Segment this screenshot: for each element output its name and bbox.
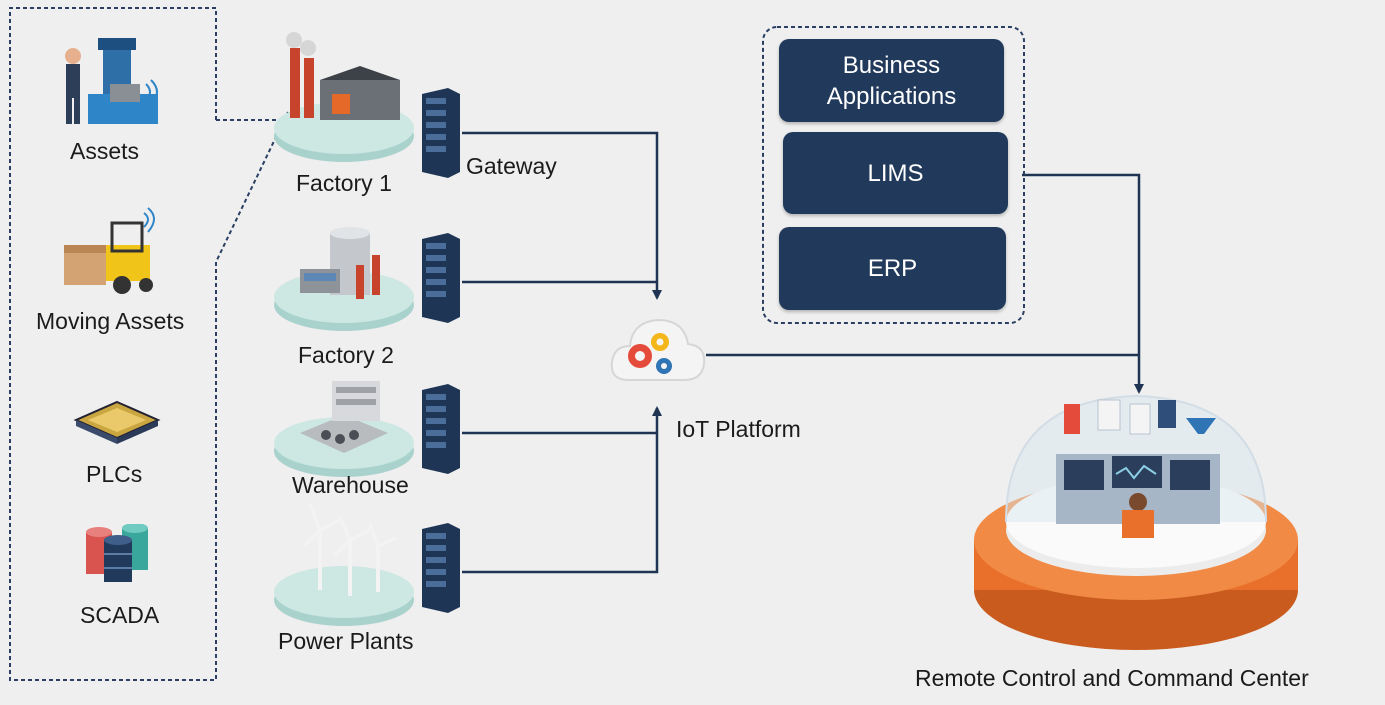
factory1-label: Factory 1: [296, 170, 392, 196]
factory1-icon: [274, 32, 414, 162]
moving-assets-label: Moving Assets: [36, 308, 185, 334]
forklift-icon: [64, 207, 155, 294]
warehouse-icon: [274, 381, 414, 477]
control-center-label: Remote Control and Command Center: [915, 665, 1309, 691]
line-apps-center: [1022, 173, 1144, 394]
warehouse-label: Warehouse: [292, 472, 409, 498]
chip-icon: [73, 400, 161, 444]
assets-label: Assets: [70, 138, 140, 164]
line-factory1: [462, 131, 662, 300]
gateway-server-icon-2: [422, 233, 460, 323]
gateway-server-icon-1: [422, 88, 460, 178]
factory2-icon: [274, 227, 414, 331]
apps-dashed-border: [762, 26, 1025, 324]
iot-cloud-icon: [610, 318, 706, 381]
scada-label: SCADA: [80, 602, 160, 628]
wind-turbine-icon: [274, 503, 414, 626]
iot-platform-label: IoT Platform: [676, 416, 801, 442]
plcs-label: PLCs: [86, 461, 143, 487]
business-applications-box: Business Applications: [779, 39, 1004, 122]
assets-icon: [65, 38, 158, 124]
database-icon: [86, 524, 148, 582]
control-center-icon: [974, 394, 1298, 650]
gateway-label: Gateway: [466, 153, 557, 179]
lims-box: LIMS: [783, 132, 1008, 214]
gateway-server-icon-3: [422, 384, 460, 474]
sources-dashed-border: [9, 7, 289, 681]
gateway-server-icon-4: [422, 523, 460, 613]
power-plants-label: Power Plants: [278, 628, 414, 654]
line-power-plants: [462, 406, 662, 574]
erp-box: ERP: [779, 227, 1006, 310]
factory2-label: Factory 2: [298, 342, 394, 368]
